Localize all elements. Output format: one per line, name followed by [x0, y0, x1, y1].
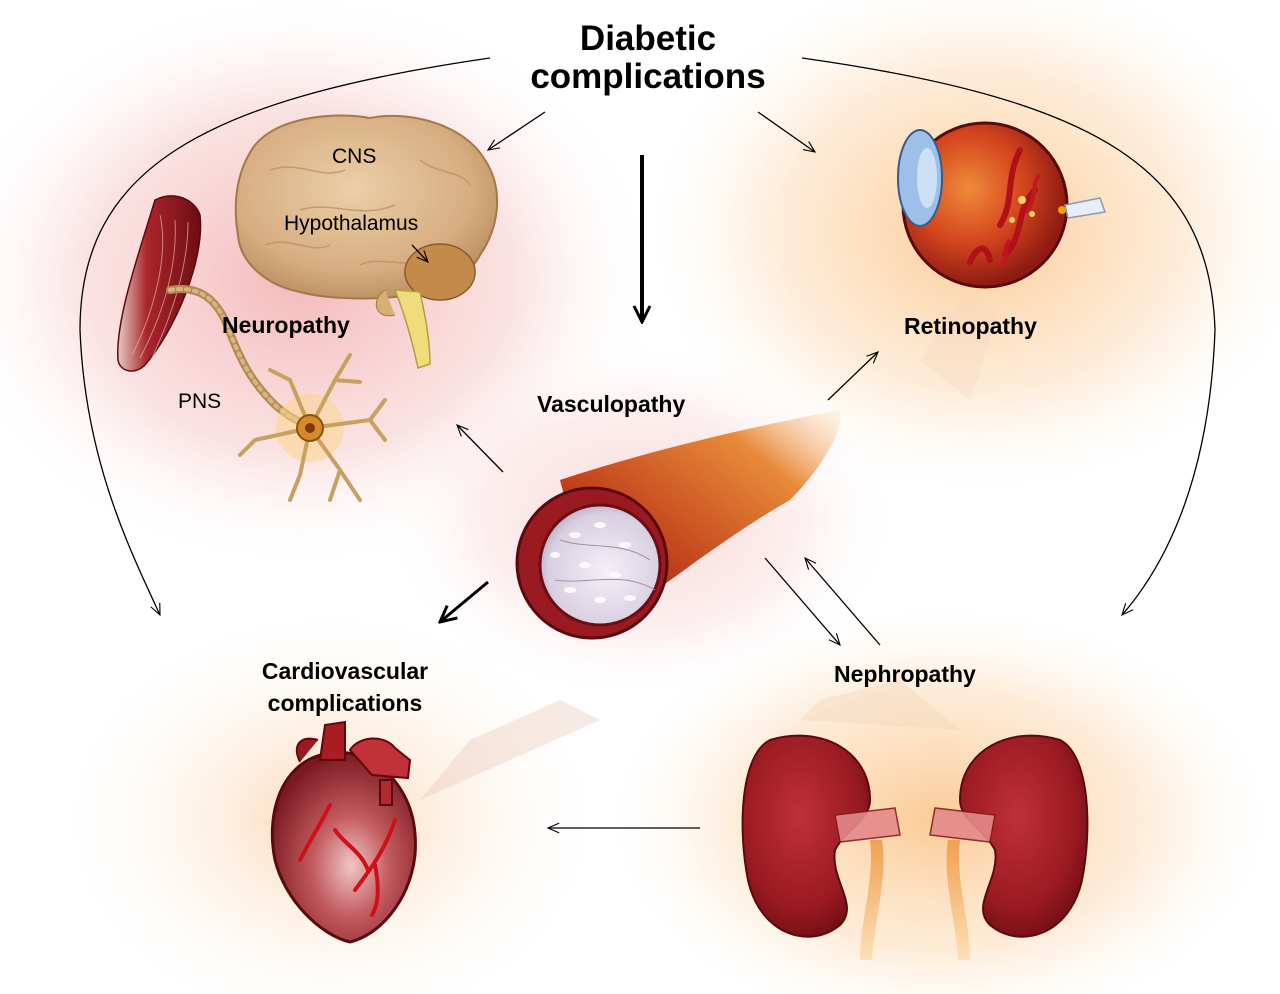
arrow-title-to-retina — [757, 111, 817, 153]
brain-illustration — [234, 114, 499, 369]
label-cardiovascular-complications: Cardiovascular complications — [230, 655, 460, 719]
heart-illustration — [270, 720, 417, 944]
arrow-title-to-cns — [486, 111, 546, 151]
arrow-title-to-nephropathy — [801, 57, 1216, 617]
diagram-title: Diabetic complications — [498, 20, 798, 96]
label-cns: CNS — [332, 145, 377, 168]
highlight-beams — [420, 300, 1000, 800]
label-hypothalamus: Hypothalamus — [284, 212, 419, 235]
arrows — [79, 57, 1216, 834]
arrow-nephropathy-to-vessel — [804, 556, 881, 646]
vessel-illustration — [515, 410, 841, 640]
arrow-vessel-to-nephropathy — [764, 557, 841, 647]
title-line-2: complications — [530, 57, 766, 96]
kidneys-illustration — [741, 734, 1089, 960]
arrow-vessel-to-neuropathy — [456, 424, 504, 473]
eye-illustration — [897, 121, 1107, 289]
arrow-hypothalamus-pointer — [411, 244, 429, 264]
label-neuropathy: Neuropathy — [222, 312, 350, 338]
label-cardiovascular-line-2: complications — [267, 690, 423, 716]
neuron-illustration — [166, 285, 387, 502]
muscle-illustration — [117, 195, 202, 372]
label-cardiovascular-line-1: Cardiovascular — [261, 658, 429, 684]
title-line-1: Diabetic — [579, 19, 717, 58]
arrow-vessel-to-retinopathy — [827, 351, 880, 401]
arrow-vessel-to-cardiovascular — [440, 580, 489, 622]
label-retinopathy: Retinopathy — [904, 313, 1037, 339]
label-vasculopathy: Vasculopathy — [537, 391, 686, 417]
arrow-title-to-cardiovascular — [79, 57, 491, 617]
label-nephropathy: Nephropathy — [834, 661, 976, 687]
label-pns: PNS — [178, 390, 222, 413]
